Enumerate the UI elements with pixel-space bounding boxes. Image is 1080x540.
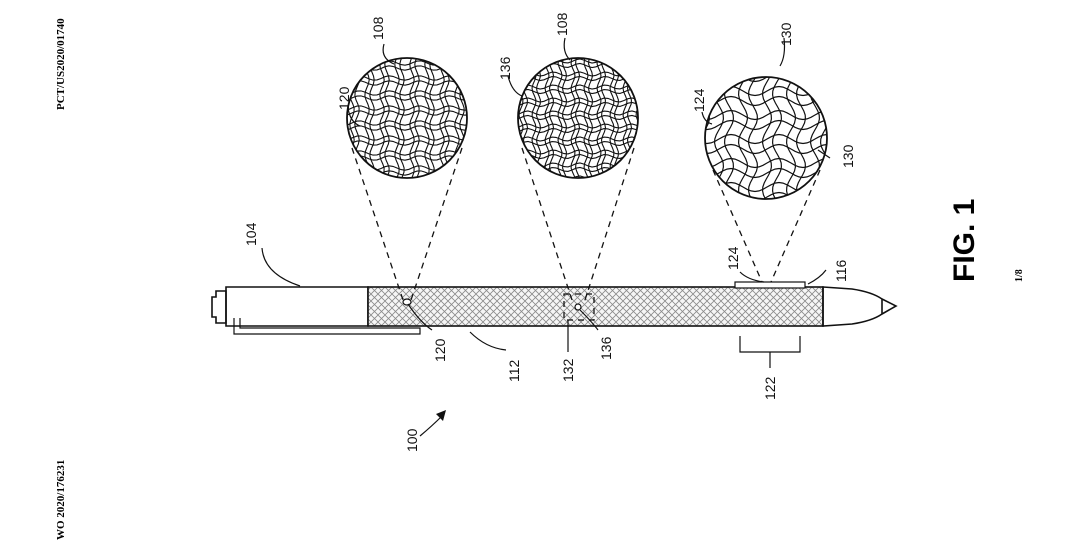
ref-108-a: 108 — [370, 16, 386, 40]
ref-120-b: 120 — [432, 338, 448, 362]
stylus — [211, 281, 898, 353]
ref-112: 112 — [506, 359, 522, 382]
ref-122: 122 — [762, 376, 778, 400]
weave-detail-136 — [517, 57, 639, 179]
ref-120-a: 120 — [336, 86, 352, 110]
figure-label: FIG. 1 — [948, 199, 981, 282]
publication-number: WO 2020/176231 — [55, 460, 67, 540]
stylus-end-cap — [211, 290, 227, 324]
region-marker-136 — [574, 303, 582, 311]
region-box-132 — [563, 293, 595, 321]
region-bracket — [739, 336, 801, 353]
ref-104: 104 — [243, 222, 259, 246]
application-number: PCT/US2020/01740 — [55, 18, 67, 110]
barrel-button — [734, 281, 806, 289]
projection-lines — [351, 147, 821, 304]
ref-136-a: 136 — [497, 56, 513, 80]
weave-detail-120 — [346, 57, 468, 179]
ref-116: 116 — [833, 259, 849, 282]
arrow-100 — [419, 410, 446, 437]
region-marker-120 — [402, 298, 412, 306]
reference-numerals: 108 120 108 136 130 124 130 104 124 116 … — [243, 12, 856, 452]
leader-lines — [261, 37, 831, 368]
ref-124-a: 124 — [691, 88, 707, 112]
ref-130-b: 130 — [840, 144, 856, 168]
stylus-rear-body — [225, 286, 369, 327]
ref-108-b: 108 — [554, 12, 570, 36]
ref-130-a: 130 — [778, 22, 794, 46]
stylus-tip-cone — [822, 286, 883, 327]
ref-132: 132 — [560, 358, 576, 382]
fabric-barrel — [367, 286, 824, 327]
stylus-nib — [881, 298, 898, 315]
ref-100: 100 — [404, 428, 420, 452]
stylus-clip — [233, 318, 421, 335]
ref-136-b: 136 — [598, 336, 614, 360]
page-number: 1/8 — [1014, 269, 1025, 282]
ref-124-b: 124 — [725, 246, 741, 270]
